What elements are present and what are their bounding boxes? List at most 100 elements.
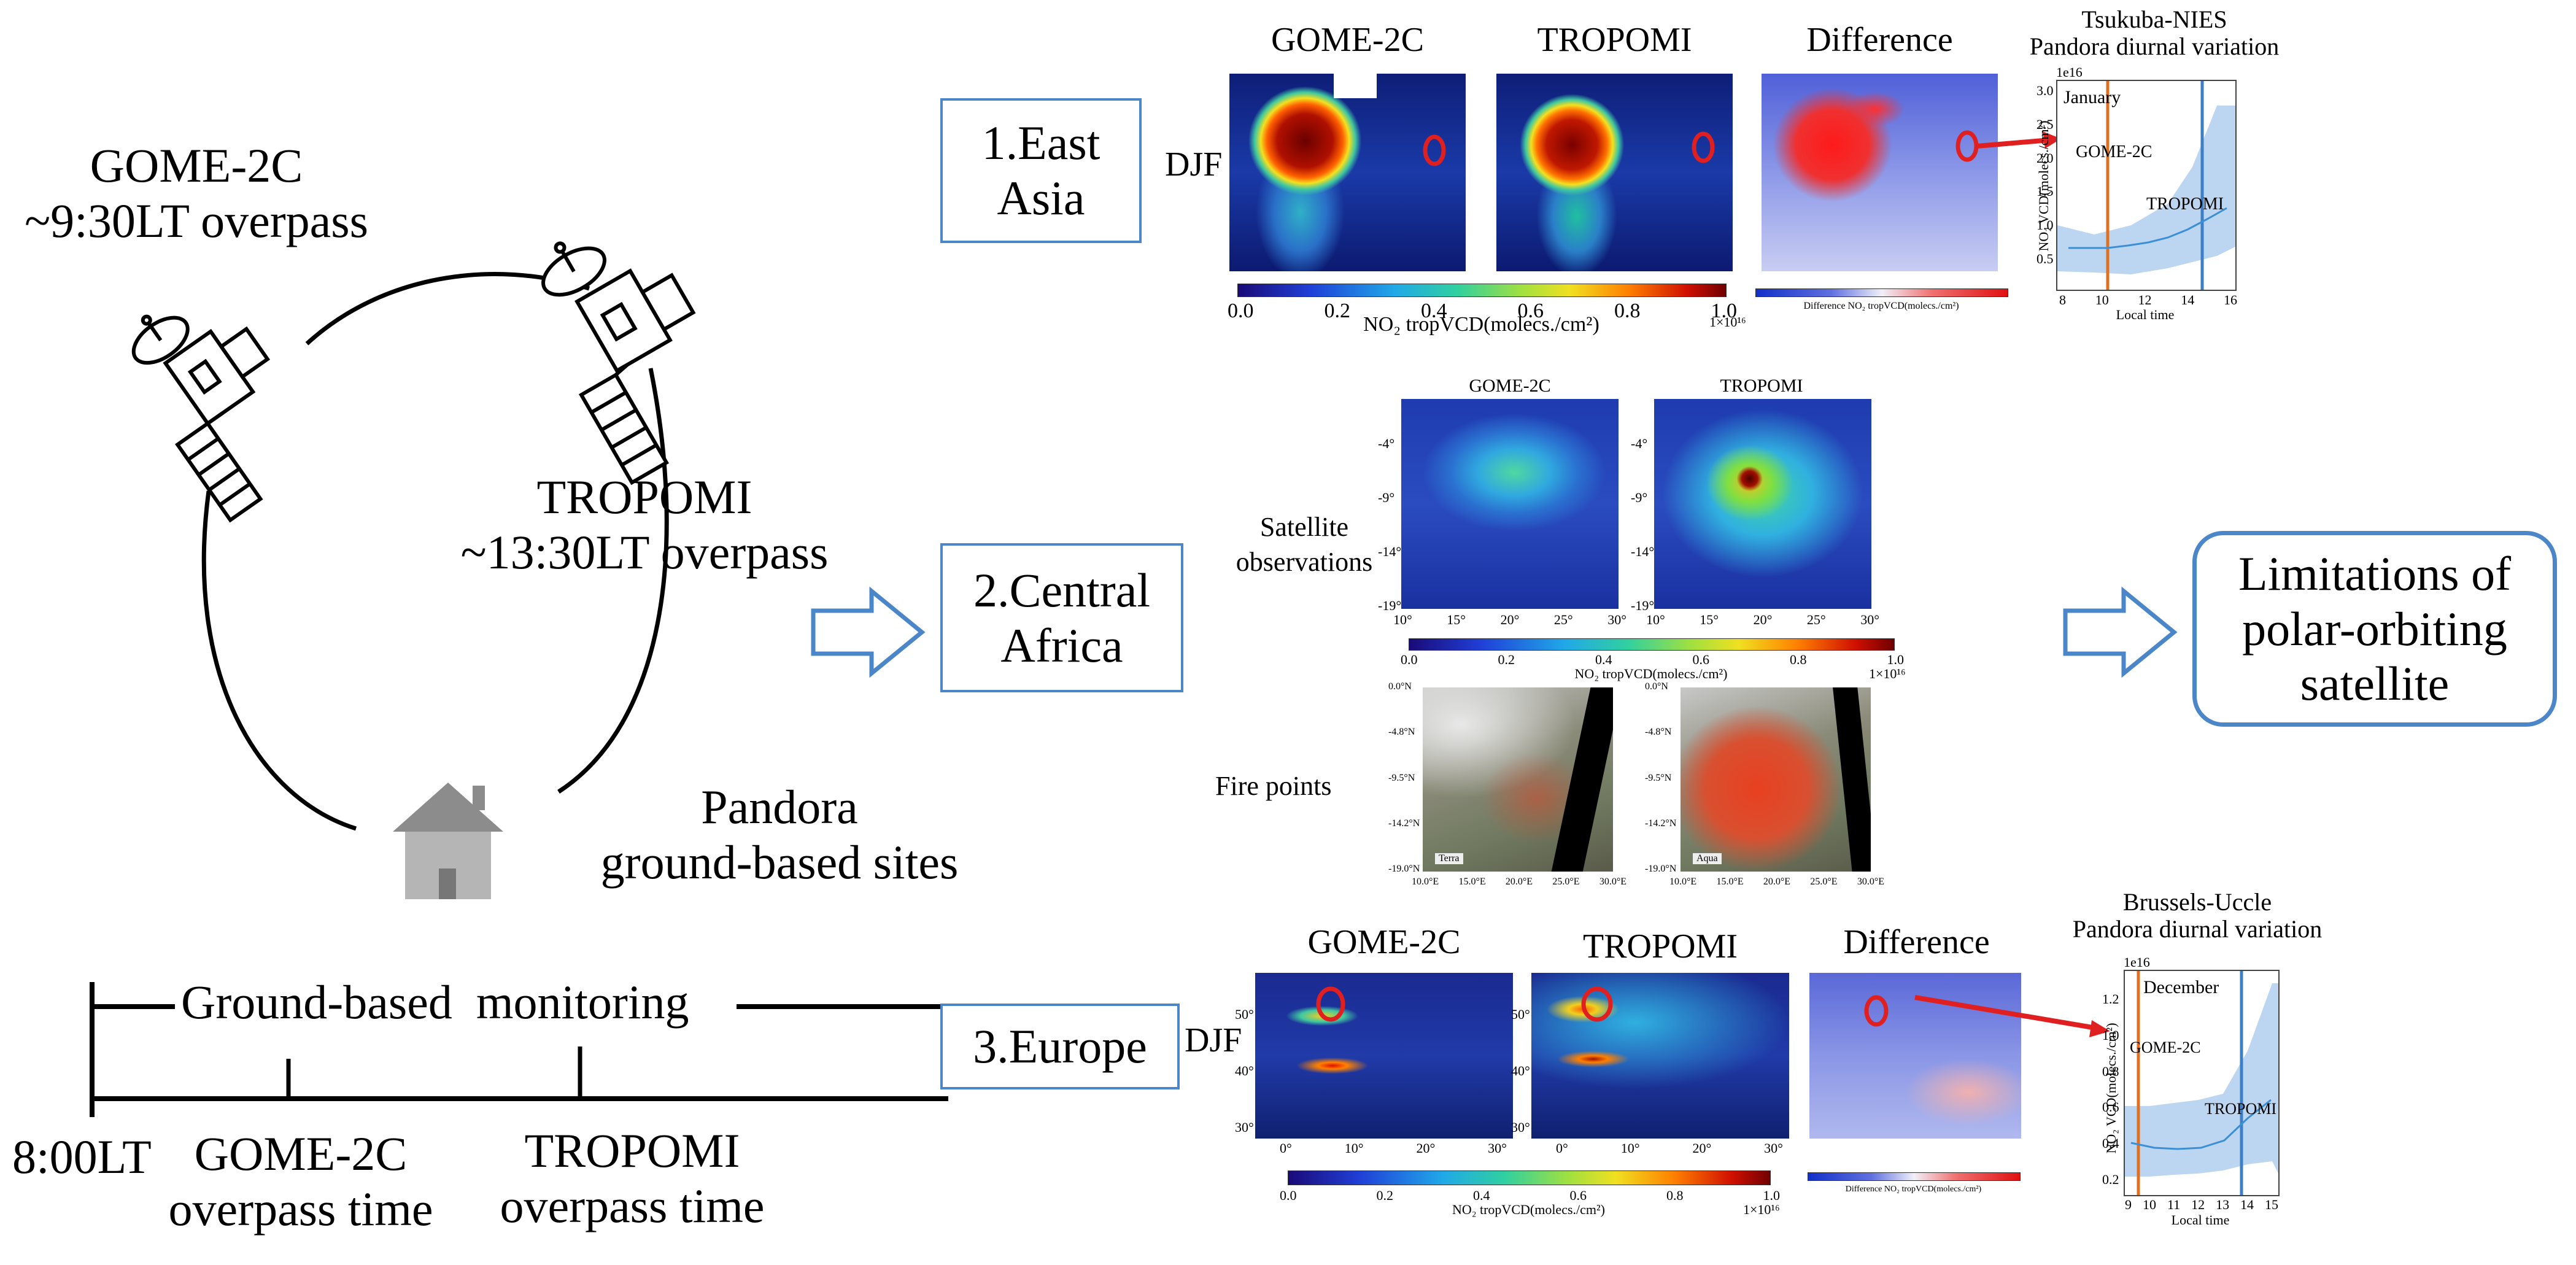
gome-2c-overpass: ~9:30LT overpass — [24, 193, 368, 247]
ca-lat-tick: -4° — [1631, 436, 1648, 451]
ca-row1-line2: observations — [1236, 547, 1373, 578]
region-box-europe: 3.Europe — [940, 1004, 1180, 1089]
eu-cbar-tick: 1.0 — [1763, 1188, 1781, 1203]
ca-fire-map-terra: Terra — [1423, 687, 1613, 872]
eu-colorbar-label: NO₂ tropVCD(molecs./cm²) — [1452, 1202, 1605, 1217]
ca-lon-tick: 25° — [1806, 612, 1826, 627]
ea-ytick: 2.5 — [2036, 116, 2054, 132]
ca-fire-lon-tick: 10.0°E — [1412, 876, 1439, 887]
ca-gome-lat-ticks: -4° -9° -14° -19° — [1378, 436, 1401, 614]
conclusion-line1: Limitations of — [2238, 546, 2512, 600]
eu-plot-xlabel: Local time — [2171, 1212, 2230, 1228]
ca-lon-tick: 25° — [1553, 612, 1573, 627]
eu-col-difference: Difference — [1843, 923, 1990, 961]
ca-lon-tick: 30° — [1860, 612, 1879, 627]
ca-fire-map-aqua: Aqua — [1681, 687, 1871, 872]
ca-fire-lon-tick: 25.0°E — [1810, 876, 1838, 887]
ea-xtick: 16 — [2224, 292, 2237, 308]
ca-colorbar-label: NO₂ tropVCD(molecs./cm²) — [1574, 666, 1728, 681]
eu-lat-tick: 50° — [1511, 1007, 1530, 1022]
eu-lon-tick: 30° — [1488, 1140, 1507, 1156]
flow-arrow-right — [2063, 586, 2178, 678]
eu-ytick: 0.4 — [2102, 1135, 2119, 1151]
conclusion-line2: polar-orbiting — [2242, 602, 2507, 656]
ca-cbar-tick: 0.0 — [1401, 652, 1418, 667]
ca-lon-tick: 15° — [1447, 612, 1466, 627]
ea-station-title: Tsukuba-NIES Pandora diurnal variation — [2007, 6, 2302, 60]
eu-lon-tick: 10° — [1620, 1140, 1640, 1156]
eu-plot-xticks: 9 10 11 12 13 14 15 — [2125, 1197, 2278, 1213]
eu-xtick: 10 — [2142, 1197, 2156, 1212]
ca-fire-lat-tick: 0.0°N — [1388, 681, 1412, 692]
ea-colorbar — [1237, 284, 1727, 297]
ea-xtick: 12 — [2138, 292, 2152, 308]
ea-station-name: Tsukuba-NIES — [2081, 6, 2227, 33]
timeline-tropomi-time: overpass time — [500, 1178, 765, 1232]
eu-difference-map — [1809, 973, 2021, 1139]
eu-tropomi-lon-ticks: 0° 10° 20° 30° — [1556, 1140, 1783, 1156]
gome-2c-satellite-icon — [131, 314, 271, 523]
ea-ytick: 0.5 — [2036, 250, 2054, 266]
ea-col-gome: GOME-2C — [1271, 21, 1424, 59]
ca-terra-label: Terra — [1435, 853, 1463, 864]
ea-ytick: 1.5 — [2036, 184, 2054, 199]
ca-tropomi-lat-ticks: -4° -9° -14° -19° — [1631, 436, 1654, 614]
ea-station-sub: Pandora diurnal variation — [2029, 33, 2280, 60]
ca-fire-lon-tick: 10.0°E — [1669, 876, 1697, 887]
ca-terra-lon-ticks: 10.0°E 15.0°E 20.0°E 25.0°E 30.0°E — [1412, 876, 1626, 888]
ea-plot-xticks: 8 10 12 14 16 — [2059, 292, 2237, 308]
ca-lat-tick: -9° — [1631, 490, 1648, 505]
ca-tropomi-lon-ticks: 10° 15° 20° 25° 30° — [1646, 612, 1879, 628]
ea-col-difference: Difference — [1806, 21, 1953, 59]
ea-uncertainty-band — [2057, 106, 2235, 274]
ca-gome-map — [1401, 399, 1619, 609]
ca-lon-tick: 30° — [1607, 612, 1626, 627]
region-central-africa-line1: 2.Central — [973, 563, 1151, 617]
eu-col-gome: GOME-2C — [1307, 923, 1461, 961]
eu-gome-lon-ticks: 0° 10° 20° 30° — [1280, 1140, 1507, 1156]
eu-station-sub: Pandora diurnal variation — [2072, 915, 2323, 943]
ea-ytick: 3.0 — [2036, 83, 2054, 98]
ca-lat-tick: -14° — [1378, 544, 1402, 559]
eu-colorbar-exp: 1×10¹⁶ — [1743, 1202, 1780, 1217]
tropomi-label: TROPOMI ~13:30LT overpass — [430, 470, 859, 579]
region-europe-label: 3.Europe — [973, 1019, 1147, 1074]
ea-mean-line — [2068, 207, 2227, 249]
ea-plot-scale: 1e16 — [2056, 64, 2083, 80]
ca-terra-lat-ticks: 0.0°N -4.8°N -9.5°N -14.2°N -19.0°N — [1388, 681, 1420, 875]
eu-lat-tick: 40° — [1235, 1063, 1254, 1078]
ca-lon-tick: 20° — [1753, 612, 1773, 627]
ca-lat-tick: -9° — [1378, 490, 1395, 505]
ca-fire-lat-tick: -4.8°N — [1645, 727, 1672, 738]
ea-tropomi-map — [1496, 74, 1733, 271]
eu-lon-tick: 30° — [1764, 1140, 1783, 1156]
eu-gome-lat-ticks: 50° 40° 30° — [1235, 1007, 1254, 1135]
eu-gome-map — [1255, 973, 1513, 1139]
ca-cbar-tick: 0.6 — [1692, 652, 1710, 667]
ea-ytick: 1.0 — [2036, 217, 2054, 233]
ca-fire-lat-tick: -19.0°N — [1645, 864, 1677, 874]
ea-colorbar-label: NO₂ tropVCD(molecs./cm²) — [1363, 313, 1599, 336]
eu-plot-month: December — [2143, 977, 2219, 997]
ca-fire-lon-tick: 30.0°E — [1599, 876, 1626, 887]
eu-plot-gome-tag: GOME-2C — [2130, 1039, 2201, 1056]
ea-gome-mask — [1334, 74, 1377, 98]
eu-season: DJF — [1185, 1021, 1242, 1059]
ea-cbar-tick: 0.4 — [1421, 300, 1447, 322]
timeline-axis — [90, 982, 948, 1117]
eu-plot-yticks: 0.2 0.4 0.6 0.8 1.0 1.2 — [2102, 991, 2119, 1188]
eu-cbar-tick: 0.6 — [1569, 1188, 1587, 1203]
pandora-label: Pandora ground-based sites — [546, 780, 1013, 889]
ea-cbar-tick: 0.0 — [1228, 300, 1254, 322]
eu-lon-tick: 20° — [1416, 1140, 1436, 1156]
eu-ytick: 0.2 — [2102, 1171, 2119, 1187]
ca-fire-lon-tick: 25.0°E — [1552, 876, 1580, 887]
eu-diurnal-svg — [2125, 971, 2278, 1195]
tropomi-overpass: ~13:30LT overpass — [460, 525, 829, 579]
ea-diff-colorbar — [1755, 288, 2008, 297]
region-box-east-asia: 1.East Asia — [940, 98, 1142, 243]
eu-cbar-tick: 0.2 — [1376, 1188, 1394, 1203]
eu-station-title: Brussels-Uccle Pandora diurnal variation — [2050, 889, 2345, 943]
timeline-tropomi-name: TROPOMI — [524, 1124, 740, 1177]
